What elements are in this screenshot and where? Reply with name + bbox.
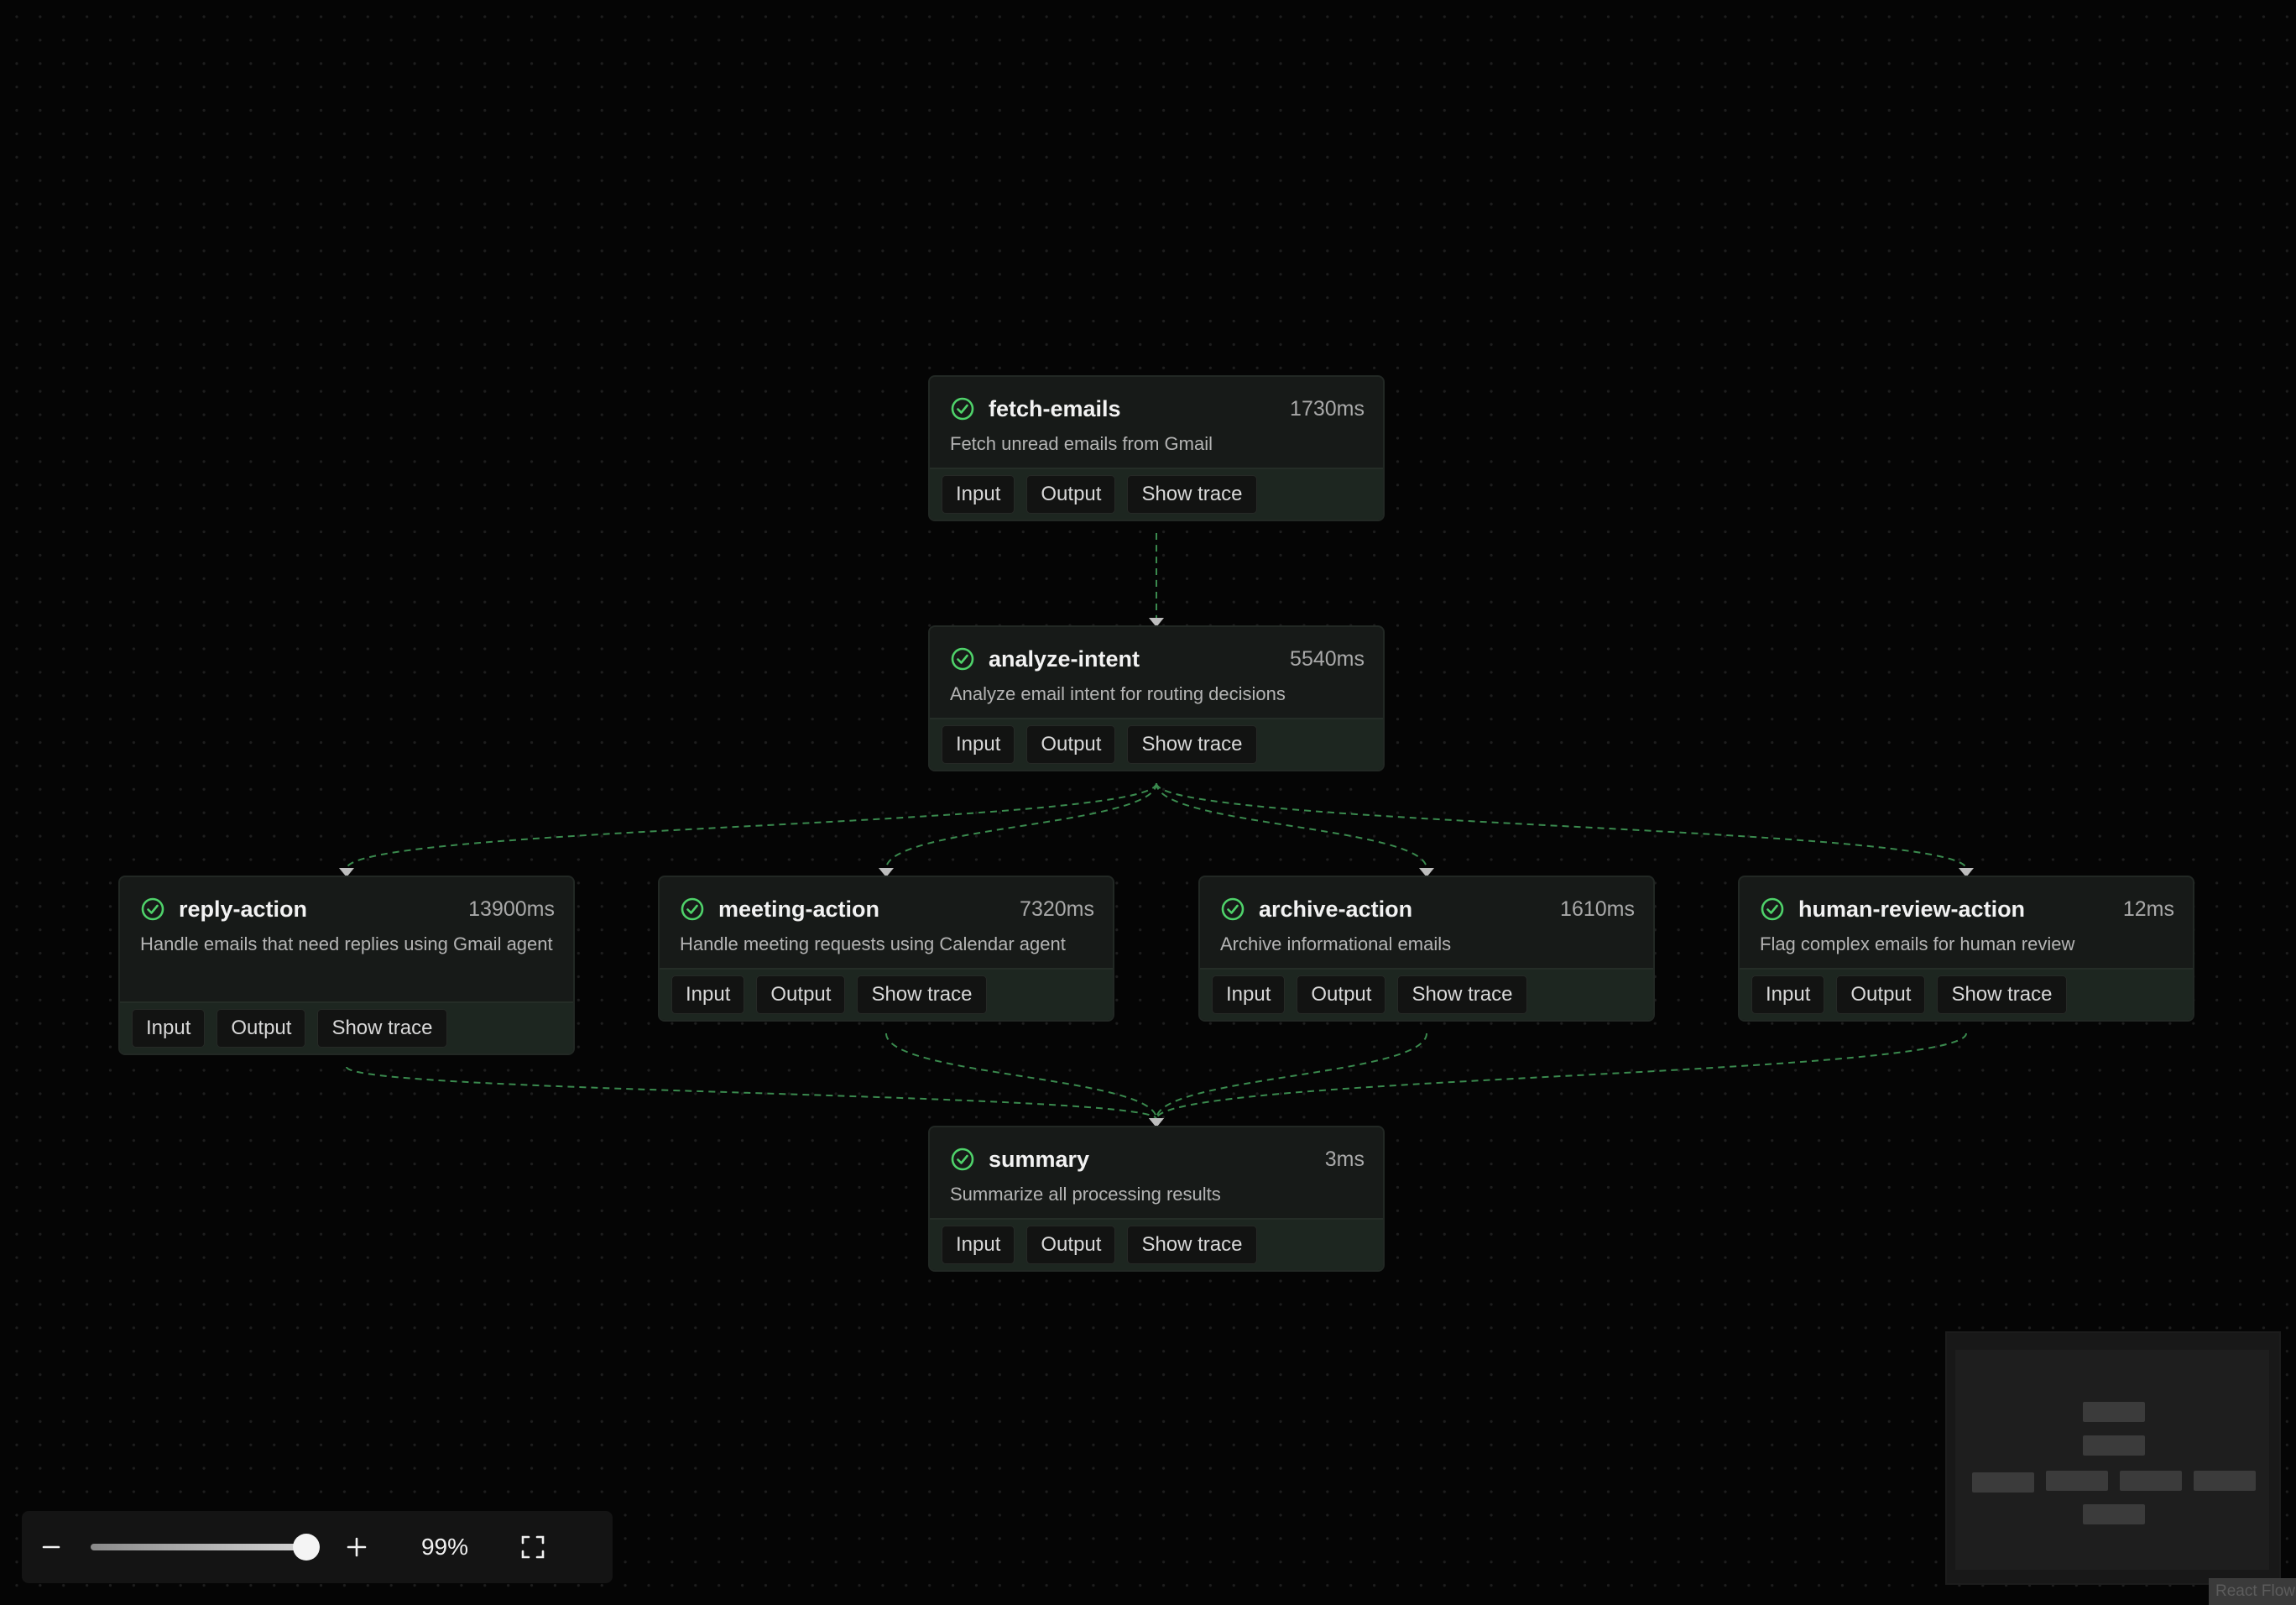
zoom-slider-thumb[interactable] bbox=[293, 1534, 320, 1561]
node-description: Flag complex emails for human review bbox=[1760, 933, 2075, 954]
node-title: summary bbox=[989, 1146, 1090, 1172]
node-fetch-emails[interactable]: fetch-emails 1730ms Fetch unread emails … bbox=[928, 375, 1385, 521]
minimap-node bbox=[2083, 1435, 2145, 1456]
output-button[interactable]: Output bbox=[1026, 1226, 1116, 1264]
minimap-node bbox=[2046, 1471, 2108, 1491]
node-title: fetch-emails bbox=[989, 395, 1121, 421]
show-trace-button[interactable]: Show trace bbox=[1127, 1226, 1257, 1264]
show-trace-button[interactable]: Show trace bbox=[1127, 475, 1257, 514]
input-button[interactable]: Input bbox=[1212, 975, 1286, 1014]
node-title: archive-action bbox=[1259, 896, 1413, 922]
edge-analyze-intent-to-meeting-action[interactable] bbox=[885, 782, 1157, 870]
show-trace-button[interactable]: Show trace bbox=[857, 975, 987, 1014]
minimap-node bbox=[2083, 1402, 2145, 1422]
check-circle-icon bbox=[681, 897, 704, 921]
input-button[interactable]: Input bbox=[942, 725, 1015, 764]
minimap-node bbox=[2120, 1471, 2182, 1491]
node-description: Archive informational emails bbox=[1220, 933, 1452, 954]
show-trace-button[interactable]: Show trace bbox=[1937, 975, 2067, 1014]
zoom-out-button[interactable] bbox=[22, 1511, 81, 1583]
node-description: Fetch unread emails from Gmail bbox=[950, 433, 1213, 454]
minus-icon bbox=[42, 1545, 60, 1549]
node-duration: 12ms bbox=[2122, 897, 2174, 921]
node-title: reply-action bbox=[179, 896, 308, 922]
output-button[interactable]: Output bbox=[756, 975, 846, 1014]
node-description: Summarize all processing results bbox=[950, 1184, 1221, 1205]
check-circle-icon bbox=[951, 397, 974, 421]
zoom-controls: 99% bbox=[22, 1511, 613, 1583]
edge-human-review-action-to-summary[interactable] bbox=[1156, 1033, 1967, 1120]
input-button[interactable]: Input bbox=[942, 1226, 1015, 1264]
node-duration: 7320ms bbox=[1020, 897, 1094, 921]
zoom-slider-track bbox=[91, 1544, 317, 1550]
edge-reply-action-to-summary[interactable] bbox=[346, 1066, 1157, 1120]
output-button[interactable]: Output bbox=[1297, 975, 1386, 1014]
zoom-slider[interactable] bbox=[91, 1511, 327, 1583]
node-duration: 13900ms bbox=[468, 897, 555, 921]
check-circle-icon bbox=[141, 897, 164, 921]
node-summary[interactable]: summary 3ms Summarize all processing res… bbox=[928, 1126, 1385, 1272]
check-circle-icon bbox=[1221, 897, 1245, 921]
check-circle-icon bbox=[951, 647, 974, 671]
node-archive-action[interactable]: archive-action 1610ms Archive informatio… bbox=[1198, 876, 1655, 1022]
react-flow-attribution[interactable]: React Flow bbox=[2209, 1578, 2296, 1605]
node-duration: 1730ms bbox=[1290, 396, 1365, 421]
edge-meeting-action-to-summary[interactable] bbox=[885, 1033, 1157, 1120]
input-button[interactable]: Input bbox=[942, 475, 1015, 514]
edge-analyze-intent-to-archive-action[interactable] bbox=[1156, 782, 1427, 870]
minimap-viewport bbox=[1955, 1350, 2269, 1570]
node-title: meeting-action bbox=[718, 896, 880, 922]
edge-archive-action-to-summary[interactable] bbox=[1156, 1033, 1427, 1120]
input-button[interactable]: Input bbox=[1751, 975, 1825, 1014]
node-description: Analyze email intent for routing decisio… bbox=[950, 683, 1286, 704]
node-reply-action[interactable]: reply-action 13900ms Handle emails that … bbox=[118, 876, 575, 1055]
node-title: analyze-intent bbox=[989, 646, 1140, 672]
edge-analyze-intent-to-reply-action[interactable] bbox=[346, 782, 1157, 870]
zoom-level: 99% bbox=[420, 1534, 469, 1560]
minimap-node bbox=[1972, 1472, 2034, 1493]
output-button[interactable]: Output bbox=[1026, 475, 1116, 514]
output-button[interactable]: Output bbox=[1026, 725, 1116, 764]
check-circle-icon bbox=[951, 1148, 974, 1171]
node-meeting-action[interactable]: meeting-action 7320ms Handle meeting req… bbox=[658, 876, 1114, 1022]
show-trace-button[interactable]: Show trace bbox=[1127, 725, 1257, 764]
input-button[interactable]: Input bbox=[132, 1009, 206, 1048]
show-trace-button[interactable]: Show trace bbox=[1397, 975, 1527, 1014]
minimap-node bbox=[2194, 1471, 2256, 1491]
node-duration: 5540ms bbox=[1290, 646, 1365, 671]
node-duration: 3ms bbox=[1324, 1147, 1365, 1171]
edge-analyze-intent-to-human-review-action[interactable] bbox=[1156, 782, 1967, 870]
node-title: human-review-action bbox=[1798, 896, 2026, 922]
check-circle-icon bbox=[1761, 897, 1784, 921]
zoom-in-button[interactable] bbox=[327, 1511, 386, 1583]
node-description: Handle meeting requests using Calendar a… bbox=[680, 933, 1066, 954]
input-button[interactable]: Input bbox=[671, 975, 745, 1014]
output-button[interactable]: Output bbox=[1836, 975, 1926, 1014]
fit-view-button[interactable] bbox=[504, 1511, 562, 1583]
node-description: Handle emails that need replies using Gm… bbox=[140, 933, 553, 954]
node-duration: 1610ms bbox=[1560, 897, 1635, 921]
node-analyze-intent[interactable]: analyze-intent 5540ms Analyze email inte… bbox=[928, 625, 1385, 771]
minimap[interactable] bbox=[1945, 1331, 2281, 1585]
output-button[interactable]: Output bbox=[217, 1009, 306, 1048]
node-human-review-action[interactable]: human-review-action 12ms Flag complex em… bbox=[1738, 876, 2194, 1022]
show-trace-button[interactable]: Show trace bbox=[317, 1009, 447, 1048]
plus-icon bbox=[347, 1537, 367, 1557]
minimap-node bbox=[2083, 1504, 2145, 1524]
fullscreen-icon bbox=[521, 1535, 545, 1559]
